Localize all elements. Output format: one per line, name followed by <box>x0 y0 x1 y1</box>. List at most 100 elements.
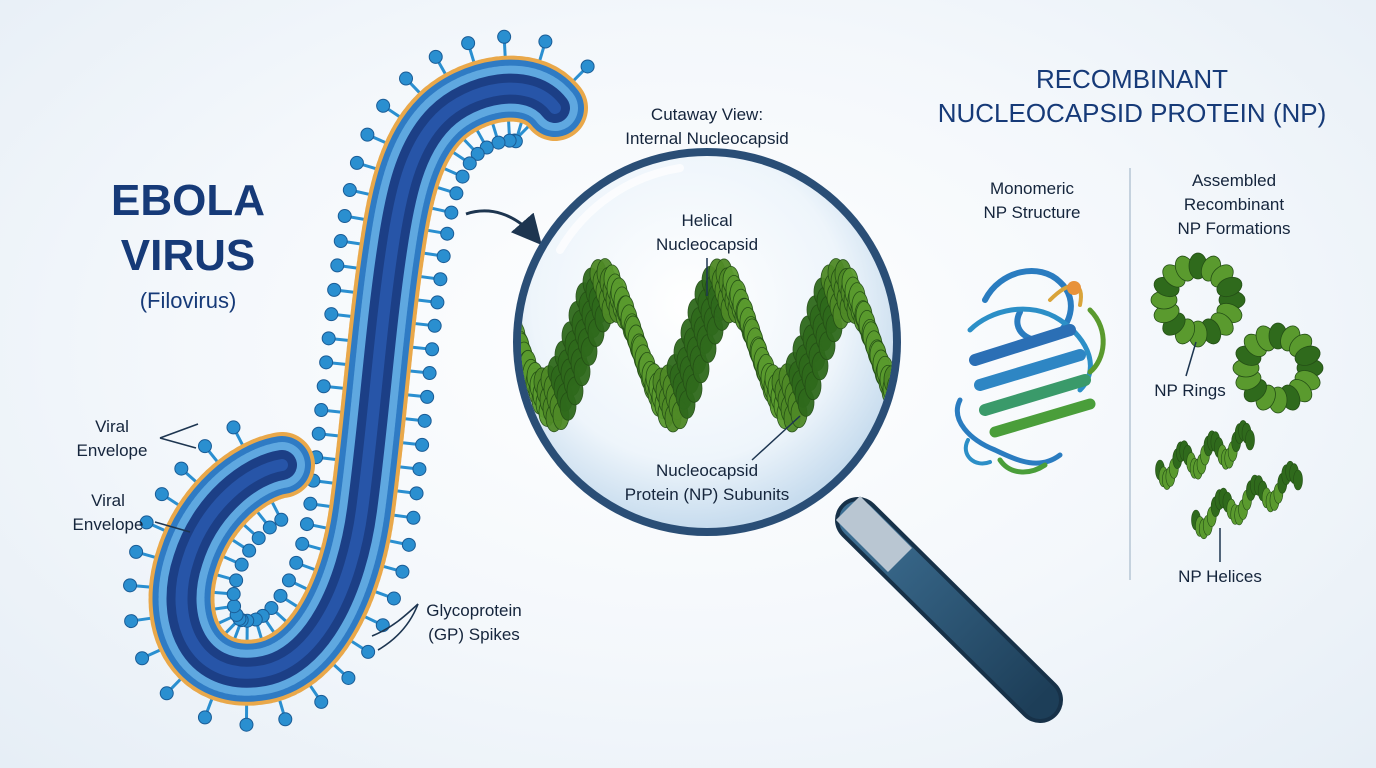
gp-spike-head <box>330 258 345 273</box>
label-viral-envelope-b-2: Envelope <box>73 515 144 534</box>
gp-spike-head <box>154 487 169 502</box>
np-subunits-label-1: Nucleocapsid <box>656 461 758 480</box>
gp-spike-head <box>264 601 279 616</box>
np-helix-subunit <box>1245 429 1255 451</box>
gp-spike-head <box>491 135 506 150</box>
np-subunits-label-2: Protein (NP) Subunits <box>625 485 789 504</box>
magnifier-neck <box>835 495 913 573</box>
np-rings <box>1150 252 1324 414</box>
label-glycoprotein-1: Glycoprotein <box>426 601 521 620</box>
gp-spike-head <box>409 486 424 501</box>
gp-spike-head <box>425 342 440 357</box>
gp-spike-head <box>299 517 314 532</box>
gp-spike-head <box>337 209 352 224</box>
virus-subtitle: (Filovirus) <box>140 288 237 313</box>
gp-spike-head <box>417 413 432 428</box>
gp-spike-head <box>428 49 443 64</box>
gp-spike-head <box>422 366 437 381</box>
gp-spike-head <box>174 461 189 476</box>
magnifier <box>513 148 1063 723</box>
zoom-arrow <box>465 209 542 246</box>
gp-spike-head <box>239 717 254 732</box>
assembled-label-2: Recombinant <box>1184 195 1284 214</box>
assembled-label-3: NP Formations <box>1177 219 1290 238</box>
gp-spike-head <box>580 59 595 74</box>
gp-spike-head <box>321 331 336 346</box>
np-ring-subunit <box>1216 276 1243 298</box>
helical-label-2: Nucleocapsid <box>656 235 758 254</box>
gp-spike-head <box>327 282 342 297</box>
gp-spike-head <box>427 318 442 333</box>
gp-spike-head <box>251 531 266 546</box>
np-rings-leader <box>1185 341 1197 377</box>
np-rings-label: NP Rings <box>1154 381 1226 400</box>
label-viral-envelope-a-2: Envelope <box>77 441 148 460</box>
recombinant-title-2: NUCLEOCAPSID PROTEIN (NP) <box>938 98 1327 128</box>
gp-spike-head <box>226 420 241 435</box>
gp-spike-head <box>401 537 416 552</box>
gp-spike-head <box>197 439 212 454</box>
assembled-label-1: Assembled <box>1192 171 1276 190</box>
cutaway-title-2: Internal Nucleocapsid <box>625 129 788 148</box>
gp-spike-head <box>395 564 410 579</box>
gp-spike-head <box>470 146 485 161</box>
cutaway-title-1: Cutaway View: <box>651 105 763 124</box>
gp-spike-head <box>341 670 356 685</box>
lens-highlight <box>556 164 684 254</box>
np-subunit <box>892 392 893 422</box>
label-glycoprotein-2: (GP) Spikes <box>428 625 520 644</box>
np-helix-subunit <box>1293 469 1303 491</box>
gp-spike-head <box>399 71 414 86</box>
gp-spike-head <box>433 272 448 287</box>
gp-spike-head <box>281 573 296 588</box>
gp-spike-head <box>420 389 435 404</box>
gp-spike-head <box>360 127 375 142</box>
np-ring-subunit <box>1294 345 1321 366</box>
gp-spike-head <box>361 644 376 659</box>
np-helices <box>1155 420 1303 540</box>
gp-spike-head <box>278 712 293 727</box>
gp-spike-head <box>375 618 390 633</box>
monomer-label-1: Monomeric <box>990 179 1075 198</box>
virus-title-line2: VIRUS <box>121 231 255 280</box>
gp-spike-head <box>444 205 459 220</box>
gp-spike-head <box>129 544 144 559</box>
gp-spike-head <box>274 512 289 527</box>
gp-spike-head <box>262 520 277 535</box>
monomer-label-2: NP Structure <box>983 203 1080 222</box>
gp-spike-head <box>197 710 212 725</box>
gp-spike-head <box>289 555 304 570</box>
gp-spike-head <box>461 36 476 51</box>
gp-spike-head <box>123 578 138 593</box>
gp-spike-head <box>314 403 329 418</box>
gp-spike-head <box>342 183 357 198</box>
gp-spike-head <box>386 591 401 606</box>
np-subunits-leader <box>751 415 801 461</box>
gp-spike-head <box>324 307 339 322</box>
gp-spike-head <box>226 587 241 602</box>
gp-spike-head <box>273 588 288 603</box>
gp-spike-head <box>135 651 150 666</box>
monomeric-np-structure <box>955 268 1106 475</box>
gp-spike-head <box>316 379 331 394</box>
gp-spike-head <box>430 295 445 310</box>
gp-spike-head <box>242 543 257 558</box>
gp-spike-head <box>333 234 348 249</box>
np-helices-label: NP Helices <box>1178 567 1262 586</box>
gp-spike-head <box>227 599 242 614</box>
gp-spike-head <box>319 355 334 370</box>
gp-spike-head <box>124 614 139 629</box>
helical-label-1: Helical <box>681 211 732 230</box>
gp-spike-head <box>462 156 477 171</box>
virus-title-line1: EBOLA <box>111 176 265 225</box>
recombinant-title-1: RECOMBINANT <box>1036 64 1228 94</box>
gp-spike-head <box>311 426 326 441</box>
label-viral-envelope-a-1: Viral <box>95 417 129 436</box>
gp-spike-head <box>449 186 464 201</box>
gp-spike-head <box>349 155 364 170</box>
gp-spike-head <box>497 29 512 44</box>
gp-spike-head <box>440 226 455 241</box>
virus-nucleocapsid-core <box>175 82 561 679</box>
gp-spike-head <box>314 694 329 709</box>
